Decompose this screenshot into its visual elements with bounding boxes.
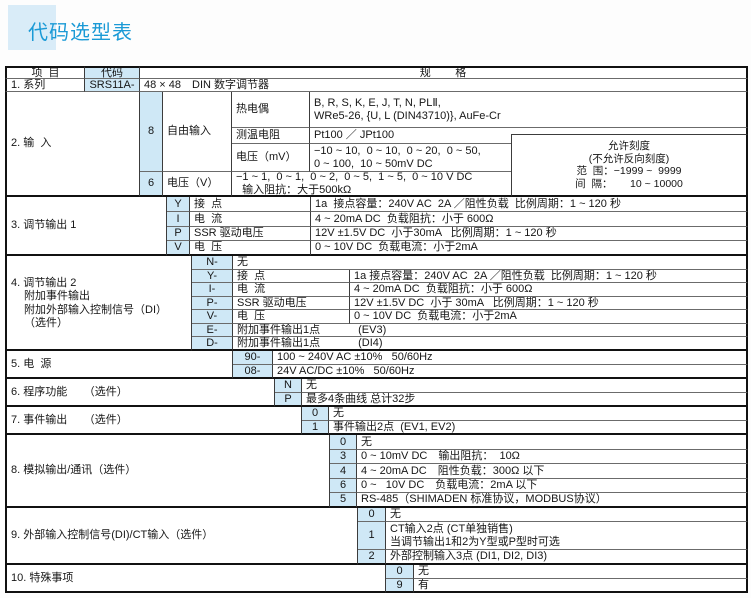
header-item: 项 目 xyxy=(5,66,85,79)
output1-item: 3. 调节输出 1 xyxy=(5,197,167,256)
input-voltage-label: 电压（V） xyxy=(163,172,232,197)
output1-spec-V: 0 ~ 10V DC 负载电流：小于2mA xyxy=(311,241,748,256)
output2-label-Y: 接 点 xyxy=(233,270,350,283)
input-item: 2. 输 入 xyxy=(5,92,140,197)
power-item: 5. 电 源 xyxy=(5,351,233,379)
output1-code-P: P xyxy=(167,227,190,241)
output1-label-I: 电 流 xyxy=(190,212,311,227)
di-ct-spec-0: 无 xyxy=(386,508,748,522)
analog-spec-3: 0 ~ 10mV DC 输出阻抗： 10Ω xyxy=(357,450,748,464)
output2-code-D: D- xyxy=(192,337,233,351)
special-spec-9: 有 xyxy=(414,579,748,593)
output1-label-P: SSR 驱动电压 xyxy=(190,227,311,241)
output2-item: 4. 调节输出 2 附加事件输出 附加外部输入控制信号（DI） （选件） xyxy=(5,256,192,351)
series-code: SRS11A- xyxy=(85,79,140,92)
header-spec: 规 格 xyxy=(140,66,748,79)
event-code-1: 1 xyxy=(302,421,329,435)
series-spec: 48 × 48 DIN 数字调节器 xyxy=(140,79,748,92)
output2-spec-N: 无 xyxy=(233,256,748,270)
input-rtd-type: 测温电阻 xyxy=(232,128,310,144)
page-title: 代码选型表 xyxy=(28,22,133,44)
analog-spec-0: 无 xyxy=(357,435,748,450)
output1-label-V: 电 压 xyxy=(190,241,311,256)
input-code-voltage: 6 xyxy=(140,172,163,197)
output2-spec-Y: 1a 接点容量：240V AC 2A ／阻性负载 比例周期：1 ~ 120 秒 xyxy=(350,270,748,283)
di-ct-code-1: 1 xyxy=(358,522,386,550)
output2-label-V: 电 压 xyxy=(233,310,350,324)
power-spec-08: 24V AC/DC ±10% 50/60Hz xyxy=(273,365,748,379)
series-item: 1. 系列 xyxy=(5,79,85,92)
output2-code-V: V- xyxy=(192,310,233,324)
power-spec-90: 100 ~ 240V AC ±10% 50/60Hz xyxy=(273,351,748,365)
analog-code-6: 6 xyxy=(330,479,357,493)
program-spec-P: 最多4条曲线 总计32步 xyxy=(302,393,748,407)
output2-code-N: N- xyxy=(192,256,233,270)
event-code-0: 0 xyxy=(302,407,329,421)
event-spec-1: 事件输出2点 (EV1, EV2) xyxy=(329,421,748,435)
analog-spec-4: 4 ~ 20mA DC 阻性负载：300Ω 以下 xyxy=(357,464,748,479)
input-code-free: 8 xyxy=(140,92,163,172)
output1-spec-I: 4 ~ 20mA DC 负载阻抗：小于 600Ω xyxy=(311,212,748,227)
power-code-08: 08- xyxy=(233,365,273,379)
output2-spec-E: 附加事件输出1点(EV3) xyxy=(233,324,748,337)
analog-code-0: 0 xyxy=(330,435,357,450)
di-ct-code-2: 2 xyxy=(358,550,386,565)
output2-spec-V: 0 ~ 10V DC 负载电流：小于2mA xyxy=(350,310,748,324)
program-spec-N: 无 xyxy=(302,379,748,393)
output2-spec-D: 附加事件输出1点(DI4) xyxy=(233,337,748,351)
event-item: 7. 事件输出 （选件） xyxy=(5,407,302,435)
di-ct-code-0: 0 xyxy=(358,508,386,522)
output1-spec-P: 12V ±1.5V DC 小于30mA 比例周期：1 ~ 120 秒 xyxy=(311,227,748,241)
output1-label-Y: 接 点 xyxy=(190,197,311,212)
output2-spec-I: 4 ~ 20mA DC 负载阻抗：小于 600Ω xyxy=(350,283,748,297)
input-free-label: 自由输入 xyxy=(163,92,232,172)
output2-code-Y: Y- xyxy=(192,270,233,283)
output2-code-I: I- xyxy=(192,283,233,297)
header-code: 代码 xyxy=(85,66,140,79)
program-code-N: N xyxy=(275,379,302,393)
input-tc-type: 热电偶 xyxy=(232,92,310,128)
output1-spec-Y: 1a 接点容量：240V AC 2A ／阻性负载 比例周期：1 ~ 120 秒 xyxy=(311,197,748,212)
output1-code-Y: Y xyxy=(167,197,190,212)
analog-item: 8. 模拟输出/通讯（选件） xyxy=(5,435,330,508)
power-code-90: 90- xyxy=(233,351,273,365)
title-accent-block xyxy=(8,5,56,50)
analog-spec-6: 0 ~ 10V DC 负载电流：2mA 以下 xyxy=(357,479,748,493)
output2-code-P: P- xyxy=(192,297,233,310)
analog-spec-5: RS-485（SHIMADEN 标准协议，MODBUS协议） xyxy=(357,493,748,508)
di-ct-item: 9. 外部输入控制信号(DI)/CT输入（选件） xyxy=(5,508,358,565)
analog-code-5: 5 xyxy=(330,493,357,508)
special-item: 10. 特殊事项 xyxy=(5,565,386,593)
analog-code-4: 4 xyxy=(330,464,357,479)
event-spec-0: 无 xyxy=(329,407,748,421)
output2-code-E: E- xyxy=(192,324,233,337)
scale-note-box: 允许刻度 (不允许反向刻度) 范 围：−1999 ~ 9999 间 隔： 10 … xyxy=(511,134,748,197)
program-item: 6. 程序功能 （选件） xyxy=(5,379,275,407)
input-tc-values: B, R, S, K, E, J, T, N, PLⅡ, WRe5-26, {U… xyxy=(310,92,748,128)
special-code-0: 0 xyxy=(386,565,414,579)
program-code-P: P xyxy=(275,393,302,407)
output1-code-V: V xyxy=(167,241,190,256)
special-spec-0: 无 xyxy=(414,565,748,579)
di-ct-spec-1: CT输入2点 (CT单独销售) 当调节输出1和2为Y型或P型时可选 xyxy=(386,522,748,550)
output2-label-I: 电 流 xyxy=(233,283,350,297)
analog-code-3: 3 xyxy=(330,450,357,464)
output2-label-P: SSR 驱动电压 xyxy=(233,297,350,310)
di-ct-spec-2: 外部控制输入3点 (DI1, DI2, DI3) xyxy=(386,550,748,565)
output1-code-I: I xyxy=(167,212,190,227)
input-mv-type: 电压（mV） xyxy=(232,144,310,172)
output2-spec-P: 12V ±1.5V DC 小于 30mA 比例周期：1 ~ 120 秒 xyxy=(350,297,748,310)
special-code-9: 9 xyxy=(386,579,414,593)
